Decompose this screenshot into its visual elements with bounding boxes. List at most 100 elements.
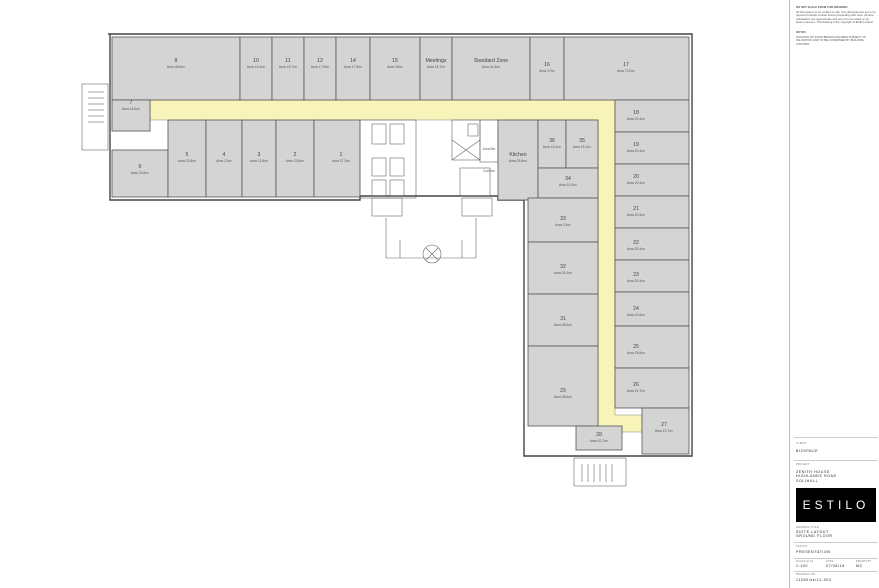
room-10 <box>239 36 273 101</box>
room-number-6: 6 <box>139 164 142 170</box>
room-17 <box>563 36 690 101</box>
core-stair <box>459 167 491 197</box>
room-11 <box>271 36 305 101</box>
east-wing-west-rooms <box>527 119 623 451</box>
title-value: SUITE LAYOUT GROUND FLOOR <box>796 530 833 539</box>
room-area-18: Area 20.4m² <box>627 117 646 121</box>
room-number-11: 11 <box>285 58 290 64</box>
room-6 <box>111 149 169 198</box>
room-area-24: Area 20.6m² <box>627 313 646 317</box>
date-value: 07/08/18 <box>826 564 845 568</box>
room-area-8: Area 48.6m² <box>167 65 186 69</box>
room-16 <box>529 36 565 101</box>
room-area-21: Area 20.4m² <box>627 213 646 217</box>
room-area-32: Area 28.1m² <box>554 271 573 275</box>
room-19 <box>614 131 690 165</box>
room-number-31: 31 <box>560 316 566 322</box>
room-number-33: 33 <box>560 216 566 222</box>
room-number-meet: Meetings <box>425 58 446 64</box>
revolving-door <box>422 244 442 264</box>
room-7 <box>111 99 151 132</box>
room-area-29: Area 38.6m² <box>554 395 573 399</box>
room-area-34: Area 16.3m² <box>559 183 578 187</box>
room-number-7: 7 <box>130 100 133 106</box>
room-number-26: 26 <box>633 382 639 388</box>
room-number-17: 17 <box>623 62 629 68</box>
notes-heading: DO NOT SCALE FROM THIS DRAWING <box>796 5 848 9</box>
room-18 <box>614 99 690 133</box>
room-26 <box>614 367 690 409</box>
room-number-14: 14 <box>350 58 356 64</box>
client-value: BIZSPACE <box>796 449 819 453</box>
room-area-35: Area 15.1m² <box>573 145 592 149</box>
drawing-no-label: DRAWING NO. <box>796 573 816 576</box>
room-area-15: Area 30m² <box>387 65 403 69</box>
room-area-25: Area 28.6m² <box>627 351 646 355</box>
lift-shaft <box>451 119 481 161</box>
divider <box>794 542 878 543</box>
notes-text: All dimensions to be verified on site. A… <box>796 10 876 25</box>
room-29 <box>527 345 599 427</box>
room-area-14: Area 17.6m² <box>344 65 363 69</box>
room-number-15: 15 <box>392 58 398 64</box>
room-number-4: 4 <box>223 152 226 158</box>
west-stair-treads <box>88 91 104 123</box>
room-number-36: 36 <box>549 138 555 144</box>
estilo-logo: ESTILO <box>796 488 876 522</box>
room-8 <box>111 36 241 101</box>
room-area-23: Area 20.4m² <box>627 279 646 283</box>
room-number-19: 19 <box>633 142 639 148</box>
lift-sub-label: Corridor <box>483 169 496 173</box>
room-area-33: Area 23m² <box>555 223 571 227</box>
room-number-35: 35 <box>579 138 585 144</box>
room-area-28: Area 10.7m² <box>590 439 609 443</box>
room-number-12: 12 <box>317 58 323 64</box>
drawn-label: DRAWN BY <box>856 560 872 563</box>
room-area-3: Area 12.6m² <box>250 159 269 163</box>
east-wing-east-rooms <box>614 99 690 455</box>
room-20 <box>614 163 690 197</box>
room-number-21: 21 <box>633 206 639 212</box>
room-area-16: Area 17m² <box>539 69 555 73</box>
room-3 <box>241 119 277 198</box>
room-25 <box>614 325 690 369</box>
room-number-28: 28 <box>596 432 602 438</box>
core <box>359 119 539 201</box>
room-number-std: Standard Zone <box>474 58 508 64</box>
south-row-rooms <box>167 119 361 198</box>
divider <box>794 558 878 559</box>
status-label: STATUS <box>796 545 808 548</box>
lift-lobby <box>479 119 499 163</box>
scale-value: 1:100 <box>796 564 808 568</box>
client-label: CLIENT <box>796 442 807 445</box>
title-block: DO NOT SCALE FROM THIS DRAWING All dimen… <box>789 0 879 588</box>
room-12 <box>303 36 337 101</box>
top-row-rooms <box>111 36 690 101</box>
room-number-16: 16 <box>544 62 550 68</box>
room-22 <box>614 227 690 261</box>
room-number-24: 24 <box>633 306 639 312</box>
room-standard-zone <box>451 36 531 101</box>
room-area-1: Area 27.3m² <box>332 159 351 163</box>
room-area-7: Area 16.6m² <box>122 107 141 111</box>
room-23 <box>614 259 690 293</box>
room-number-kit: Kitchen <box>509 152 526 158</box>
room-35 <box>565 119 599 169</box>
room-1 <box>313 119 361 198</box>
room-area-20: Area 20.4m² <box>627 181 646 185</box>
room-number-22: 22 <box>633 240 639 246</box>
room-area-27: Area 10.7m² <box>655 429 674 433</box>
room-area-31: Area 28.6m² <box>554 323 573 327</box>
room-number-27: 27 <box>661 422 667 428</box>
room-area-26: Area 21.7m² <box>627 389 646 393</box>
status-value: PRESENTATION <box>796 550 831 554</box>
lift-label: Area Bin <box>483 147 496 151</box>
room-number-18: 18 <box>633 110 639 116</box>
room-number-3: 3 <box>258 152 261 158</box>
room-number-23: 23 <box>633 272 639 278</box>
room-area-36: Area 15.1m² <box>543 145 562 149</box>
notes2-text: POSITION OF ROOF BEAMS ASSUMED SUBJECT T… <box>796 35 866 46</box>
wc-block <box>359 119 417 199</box>
